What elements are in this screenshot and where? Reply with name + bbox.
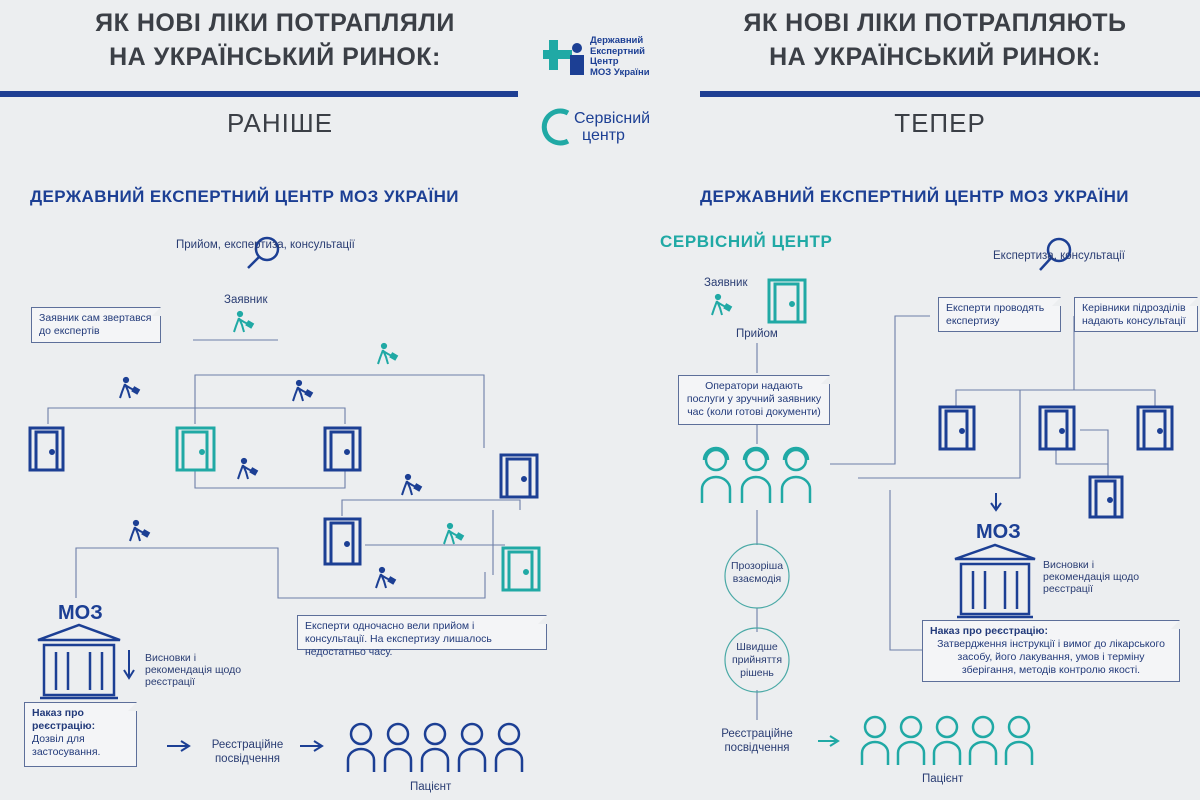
patient-icon: [346, 722, 376, 772]
cross-logo-icon: [543, 40, 584, 75]
logo-line-3: Центр: [590, 56, 619, 67]
walker-icon: [129, 519, 151, 542]
service-line-2: центр: [582, 127, 625, 144]
patient-icon: [932, 715, 962, 765]
door-icon: [499, 453, 539, 499]
right-certificate-label: Реєстраційне посвідчення: [721, 728, 793, 754]
right-subhead: ТЕПЕР: [894, 108, 986, 138]
patient-icon: [860, 715, 890, 765]
left-moz-label: МОЗ: [58, 602, 103, 624]
door-icon: [28, 426, 65, 472]
door-icon: [767, 278, 807, 324]
patient-icon: [420, 722, 450, 772]
patient-icon: [494, 722, 524, 772]
left-order-title: Наказ про реєстрацію:: [32, 707, 96, 732]
left-order-note: Наказ про реєстрацію: Дозвіл для застосу…: [24, 702, 137, 767]
right-moz-label: МОЗ: [976, 521, 1021, 543]
service-center-logo: Сервісний центр: [540, 105, 680, 153]
operator-icon: [700, 446, 732, 503]
walker-icon: [375, 566, 397, 589]
left-title-line-2: НА УКРАЇНСЬКИЙ РИНОК:: [109, 43, 441, 71]
walker-icon: [377, 342, 399, 365]
logo-line-2: Експертний: [590, 45, 646, 57]
left-title: ЯК НОВІ ЛІКИ ПОТРАПЛЯЛИ НА УКРАЇНСЬКИЙ Р…: [60, 6, 490, 74]
left-certificate-label: Реєстраційне посвідчення: [211, 739, 284, 765]
right-reception-label: Прийом: [736, 328, 778, 340]
right-title: ЯК НОВІ ЛІКИ ПОТРАПЛЯЮТЬ НА УКРАЇНСЬКИЙ …: [720, 6, 1150, 74]
right-divider: [700, 91, 1200, 97]
left-title-line-1: ЯК НОВІ ЛІКИ ПОТРАПЛЯЛИ: [95, 9, 455, 37]
walker-icon: [292, 379, 314, 402]
left-subhead: РАНІШЕ: [226, 108, 334, 138]
right-title-line-2: НА УКРАЇНСЬКИЙ РИНОК:: [769, 43, 1101, 71]
left-note-experts: Експерти одночасно вели прийом і консуль…: [297, 615, 547, 658]
walker-icon: [401, 473, 423, 496]
right-note-experts: Експерти проводять експертизу: [938, 297, 1061, 332]
right-order-note: Наказ про реєстрацію: Затвердження інстр…: [922, 620, 1180, 682]
ministry-building-icon: [954, 543, 1036, 619]
left-order-text: Дозвіл для застосування.: [32, 733, 101, 758]
service-center-title: СЕРВІСНИЙ ЦЕНТР: [660, 232, 833, 251]
circle-faster: Швидше прийняття рішень: [731, 641, 783, 679]
left-section-title: ДЕРЖАВНИЙ ЕКСПЕРТНИЙ ЦЕНТР МОЗ УКРАЇНИ: [30, 187, 459, 206]
left-divider: [0, 91, 518, 97]
door-icon: [323, 426, 362, 472]
patient-icon: [896, 715, 926, 765]
door-icon: [938, 405, 976, 451]
walker-icon: [237, 457, 259, 480]
left-conclusions-label: Висновки і рекомендація щодо реєстрації: [145, 652, 242, 688]
right-section-title: ДЕРЖАВНИЙ ЕКСПЕРТНИЙ ЦЕНТР МОЗ УКРАЇНИ: [700, 187, 1129, 206]
right-note-operators: Оператори надають послуги у зручний заяв…: [678, 375, 830, 425]
patient-icon: [383, 722, 413, 772]
service-logo-text: Сервісний центр: [574, 110, 650, 144]
right-order-text: Затвердження інструкції і вимог до лікар…: [937, 638, 1165, 676]
door-icon: [1088, 475, 1124, 519]
magnifier-icon: [1039, 237, 1072, 271]
left-applicant-label: Заявник: [224, 294, 268, 306]
right-note-heads: Керівники підрозділів надають консультац…: [1074, 297, 1198, 332]
walker-icon: [443, 522, 465, 545]
left-reception-label: Прийом, експертиза, консультації: [176, 239, 355, 251]
patient-icon: [968, 715, 998, 765]
patient-icon: [457, 722, 487, 772]
right-conclusions-label: Висновки і рекомендація щодо реєстрації: [1043, 559, 1140, 595]
right-title-line-1: ЯК НОВІ ЛІКИ ПОТРАПЛЯЮТЬ: [743, 9, 1127, 37]
door-icon: [323, 517, 362, 566]
service-line-1: Сервісний: [574, 110, 651, 127]
c-logo-icon: [541, 108, 570, 146]
walker-icon: [119, 376, 141, 399]
logo-line-1: Державний: [590, 35, 644, 46]
walker-icon: [711, 293, 733, 316]
operator-icon: [780, 446, 812, 503]
dec-logo: Державний Експертний Центр МОЗ України: [543, 35, 673, 86]
right-expertise-label: Експертиза, консультації: [993, 250, 1125, 262]
door-icon: [1038, 405, 1076, 451]
right-patient-label: Пацієнт: [922, 773, 964, 785]
door-icon: [175, 426, 216, 472]
circle-transparent: Прозоріша взаємодія: [730, 560, 784, 585]
left-note-self: Заявник сам звертався до експертів: [31, 307, 161, 343]
right-order-title: Наказ про реєстрацію:: [930, 625, 1048, 637]
dec-logo-text: Державний Експертний Центр МОЗ України: [590, 35, 650, 78]
door-icon: [1136, 405, 1174, 451]
walker-icon: [233, 310, 255, 333]
logo-line-4: МОЗ України: [590, 66, 650, 78]
patient-icon: [1004, 715, 1034, 765]
ministry-building-icon: [37, 623, 121, 700]
magnifier-icon: [247, 236, 280, 269]
right-applicant-label: Заявник: [704, 277, 748, 289]
operator-icon: [740, 446, 772, 503]
door-icon: [501, 546, 541, 592]
left-patient-label: Пацієнт: [410, 781, 452, 793]
